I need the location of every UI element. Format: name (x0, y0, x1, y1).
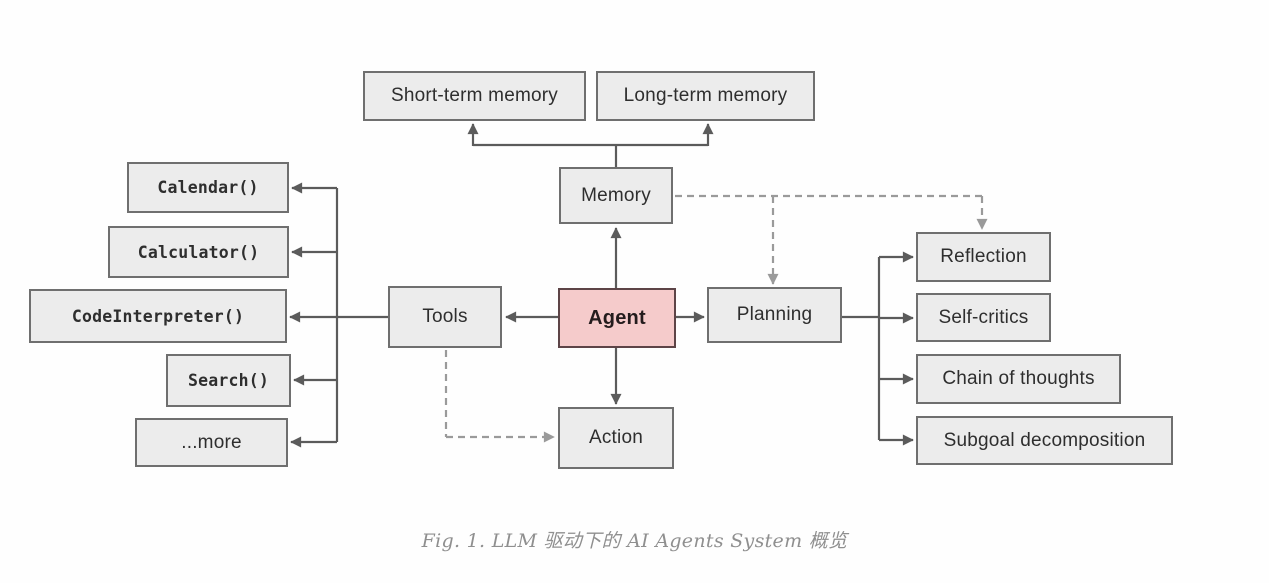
node-long-term-memory: Long-term memory (596, 71, 815, 121)
node-chain-of-thoughts: Chain of thoughts (916, 354, 1121, 404)
node-tools: Tools (388, 286, 502, 348)
node-agent: Agent (558, 288, 676, 348)
node-action: Action (558, 407, 674, 469)
node-search: Search() (166, 354, 291, 407)
node-calculator: Calculator() (108, 226, 289, 278)
figure-caption: Fig. 1. LLM 驱动下的 AI Agents System 概览 (421, 530, 848, 552)
node-memory: Memory (559, 167, 673, 224)
node-more: ...more (135, 418, 288, 467)
node-planning: Planning (707, 287, 842, 343)
node-subgoal-decomposition: Subgoal decomposition (916, 416, 1173, 465)
node-codeinterpreter: CodeInterpreter() (29, 289, 287, 343)
node-calendar: Calendar() (127, 162, 289, 213)
node-reflection: Reflection (916, 232, 1051, 282)
node-self-critics: Self-critics (916, 293, 1051, 342)
node-short-term-memory: Short-term memory (363, 71, 586, 121)
